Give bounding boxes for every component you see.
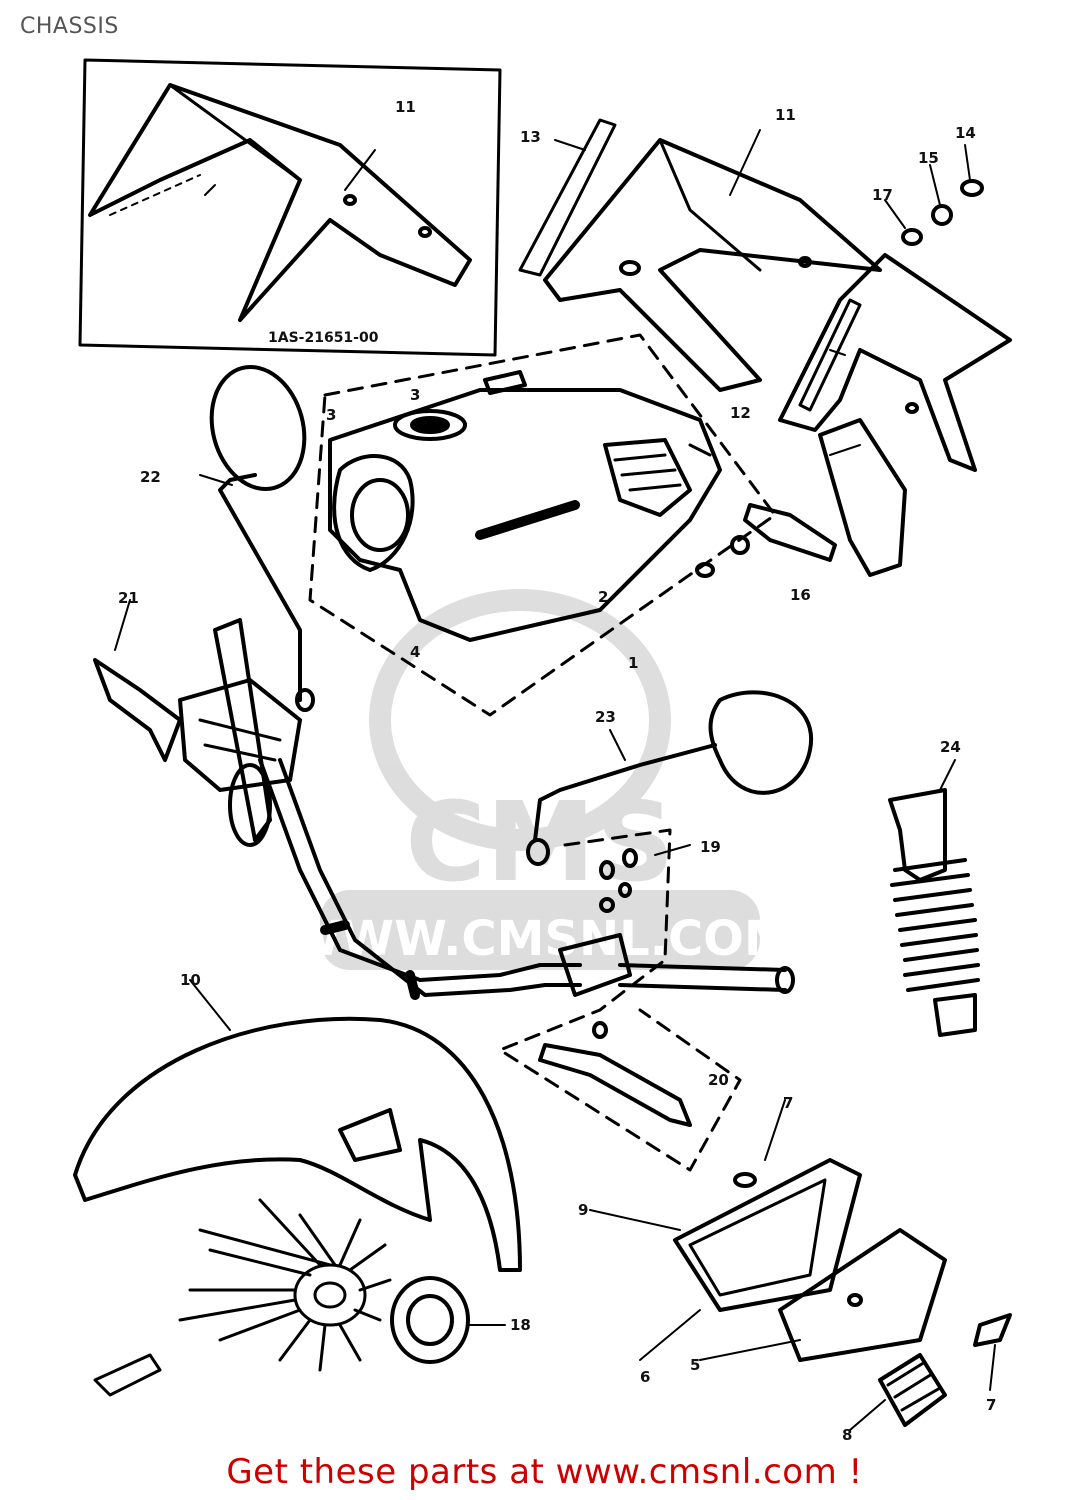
inset-part-number: 1AS-21651-00 (268, 330, 379, 346)
callout-5: 5 (690, 1356, 700, 1374)
callout-15: 15 (918, 149, 939, 167)
part-19-20-brake-lever (538, 844, 692, 1127)
part-23-right-mirror (526, 690, 814, 866)
part-13-stay (518, 118, 617, 277)
watermark-url: WWW.CMSNL.COM (288, 911, 792, 967)
callout-14: 14 (955, 124, 976, 142)
callout-24: 24 (940, 738, 961, 756)
callout-11: 11 (775, 106, 796, 124)
part-18-nut (390, 1276, 506, 1364)
callout-10: 10 (180, 971, 201, 989)
callout-23: 23 (595, 708, 616, 726)
callout-3: 3 (326, 406, 336, 424)
part-rear-flap (778, 253, 1012, 472)
part-7-side-cover (589, 1099, 862, 1312)
tank-dashed-box (308, 333, 777, 717)
part-8-emblem (849, 1353, 947, 1431)
callout-3b: 3 (410, 386, 420, 404)
callout-21: 21 (118, 589, 139, 607)
callout-20: 20 (708, 1071, 729, 1089)
callout-11-inset: 11 (395, 98, 416, 116)
callout-18: 18 (510, 1316, 531, 1334)
callout-7b: 7 (986, 1396, 996, 1414)
callout-1: 1 (628, 654, 638, 672)
part-21-clutch-lever (93, 599, 302, 792)
callout-9: 9 (578, 1201, 588, 1219)
callout-12: 12 (730, 404, 751, 422)
part-24-rear-shock (888, 759, 980, 1037)
callout-2: 2 (598, 588, 608, 606)
part-22-left-mirror (199, 364, 315, 712)
handlebar (213, 618, 795, 1000)
part-16-mount (695, 503, 837, 578)
page-title: CHASSIS (20, 14, 119, 39)
callout-13: 13 (520, 128, 541, 146)
hardware-14-15-17 (884, 144, 984, 246)
part-12-plate (818, 418, 907, 577)
part-10-front-mudguard (73, 979, 522, 1272)
callout-4: 4 (410, 643, 420, 661)
front-wheel-hub (93, 1198, 392, 1397)
part-6-side-cover (699, 1228, 947, 1362)
part-7b-clip (973, 1313, 1012, 1347)
callout-16: 16 (790, 586, 811, 604)
inset-box (78, 58, 502, 357)
callout-22: 22 (140, 468, 161, 486)
callout-6: 6 (640, 1368, 650, 1386)
part-11-front-fender (543, 129, 882, 392)
callout-7: 7 (783, 1094, 793, 1112)
cms-watermark: CMS WWW.CMSNL.COM (288, 589, 792, 970)
part-5-grommet (639, 1309, 701, 1361)
cmsnl-parts-link[interactable]: Get these parts at www.cmsnl.com ! (226, 1452, 863, 1492)
callout-8: 8 (842, 1426, 852, 1444)
callout-19: 19 (700, 838, 721, 856)
part-1-fuel-tank (328, 370, 722, 642)
callout-17: 17 (872, 186, 893, 204)
